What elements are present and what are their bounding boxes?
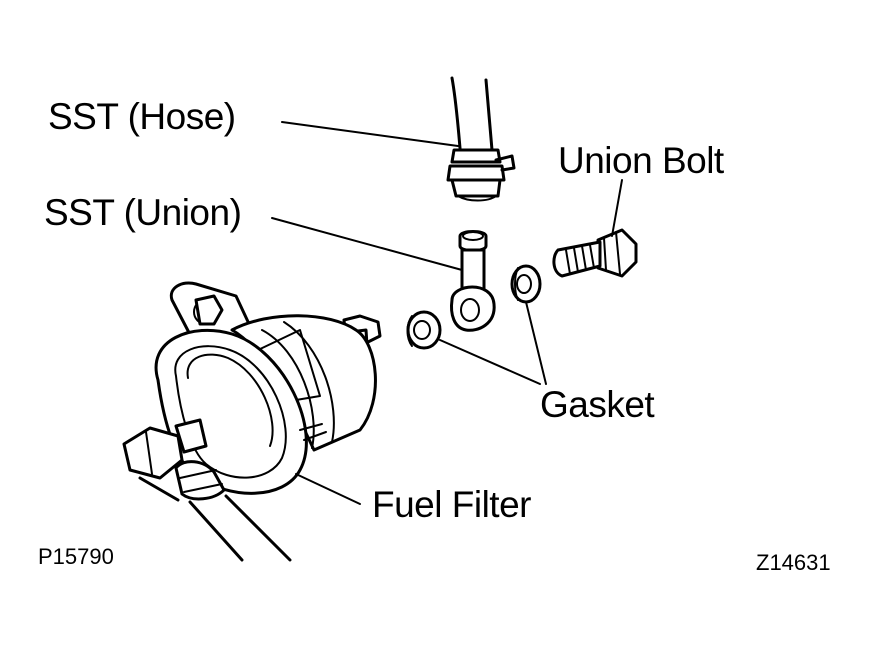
union-bolt-drawing (552, 228, 638, 278)
label-gasket: Gasket (540, 384, 655, 425)
figure-code-right: Z14631 (756, 550, 831, 575)
label-sst-union: SST (Union) (44, 192, 242, 233)
sst-union-drawing (450, 230, 496, 332)
leader-union-bolt (611, 179, 623, 237)
label-sst-hose: SST (Hose) (48, 96, 236, 137)
leader-gasket-right (525, 301, 547, 385)
leader-gasket-left (439, 339, 541, 385)
leader-fuel-filter (295, 473, 361, 505)
figure-code-left: P15790 (38, 544, 114, 569)
label-union-bolt: Union Bolt (558, 140, 724, 181)
sst-hose-drawing (446, 76, 516, 202)
leader-sst-union (271, 217, 463, 271)
label-fuel-filter: Fuel Filter (372, 484, 531, 525)
leader-sst-hose (281, 121, 459, 147)
gasket-right-drawing (510, 264, 542, 304)
leader-lines (271, 121, 623, 505)
fuel-filter-drawing (122, 281, 382, 562)
gasket-left-drawing (406, 310, 442, 350)
